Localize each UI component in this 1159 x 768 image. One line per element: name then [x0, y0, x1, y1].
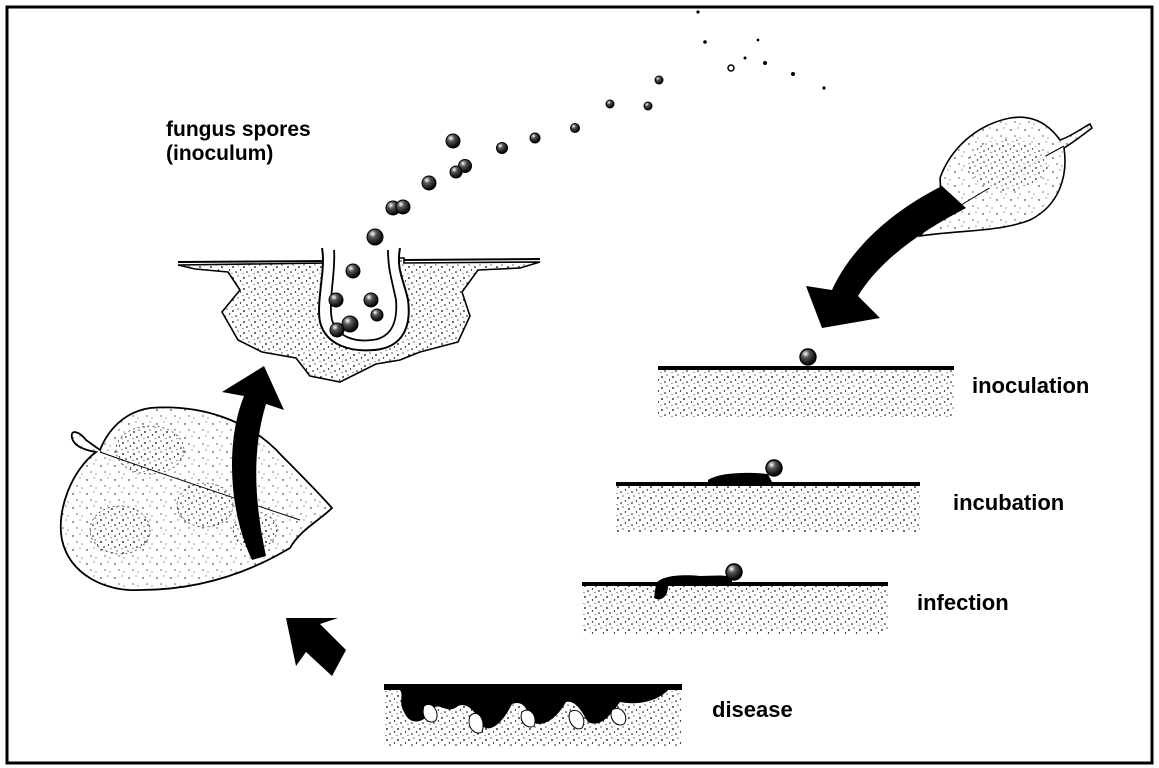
- infected-leaf: [61, 407, 332, 590]
- fungus-spores-label-line1: fungus spores: [166, 118, 311, 142]
- stage-disease-tissue: [384, 684, 682, 746]
- inoculation-label: inoculation: [972, 373, 1089, 398]
- incubation-label: incubation: [953, 490, 1064, 515]
- fungus-spores-label-line2: (inoculum): [166, 142, 311, 166]
- sporulating-lesion: [178, 248, 540, 382]
- fungus-spores-label: fungus spores (inoculum): [166, 118, 311, 166]
- arrow-disease-to-leaf: [286, 618, 346, 676]
- spore-stream: [367, 10, 826, 245]
- stage-inoculation-tissue: [658, 349, 954, 418]
- stage-infection-tissue: [582, 564, 888, 634]
- stage-incubation-tissue: [616, 460, 920, 532]
- disease-label: disease: [712, 697, 793, 722]
- arrow-leaf-to-inoculation: [806, 186, 966, 328]
- infection-label: infection: [917, 590, 1009, 615]
